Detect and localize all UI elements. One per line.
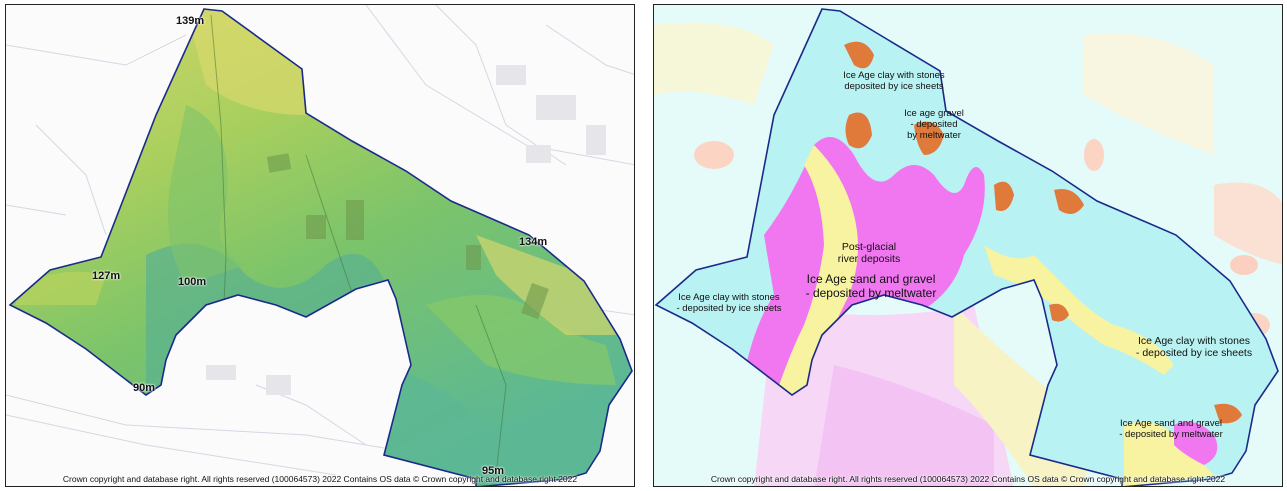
elevation-label: 139m xyxy=(176,15,205,27)
copyright-notice: Crown copyright and database right. All … xyxy=(710,474,1226,484)
elevation-map-panel: 139m 134m 127m 100m 90m 95m Crown copyri… xyxy=(5,4,635,487)
outer-geology-patches xyxy=(654,22,1282,486)
geology-map-panel: Ice Age clay with stones deposited by ic… xyxy=(653,4,1283,487)
elevation-label: 95m xyxy=(482,465,505,477)
geology-label: Ice Age clay with stones - deposited by … xyxy=(1135,335,1253,360)
geology-label: Ice Age clay with stones deposited by ic… xyxy=(843,70,945,92)
geology-label: Ice Age sand and gravel - deposited by m… xyxy=(1119,418,1223,440)
elevation-label: 134m xyxy=(519,236,548,248)
elevation-label: 100m xyxy=(178,276,207,288)
parish-boundary xyxy=(654,8,1279,486)
elevation-map-svg xyxy=(6,5,634,486)
parish-boundary xyxy=(8,8,633,486)
geology-label: Ice age gravel - deposited by meltwater xyxy=(904,108,964,141)
geology-label: Ice Age sand and gravel - deposited by m… xyxy=(805,272,937,300)
geology-label: Ice Age clay with stones - deposited by … xyxy=(676,292,782,314)
elevation-label: 90m xyxy=(133,382,156,394)
geology-label: Post-glacial river deposits xyxy=(837,241,901,266)
elevation-label: 127m xyxy=(92,270,121,282)
basemap-buildings xyxy=(206,65,606,395)
geology-map-svg xyxy=(654,5,1282,486)
copyright-notice: Crown copyright and database right. All … xyxy=(62,474,578,484)
